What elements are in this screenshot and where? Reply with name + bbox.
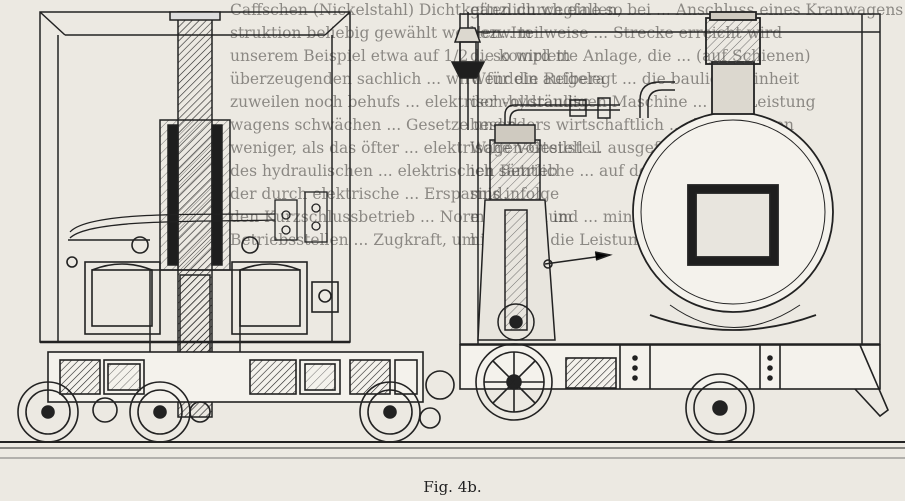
locomotive-crane-drawing: [0, 11, 905, 459]
valve-blocks: [69, 191, 328, 243]
bleed-line: des hydraulischen ... elektrischen Betri…: [230, 162, 558, 180]
steam-engine: [477, 124, 613, 341]
rails: [0, 441, 905, 459]
figure-caption: Fig. 4b.: [423, 478, 482, 496]
steam-pipes: [504, 81, 675, 125]
locomotive-chassis: [459, 344, 889, 418]
lantern: [450, 12, 486, 130]
left-truck-frame: [47, 351, 424, 403]
bleed-line: bezw. teilweise ... Strecke erreicht wir…: [470, 24, 783, 42]
left-wheels: [17, 370, 455, 443]
bleed-line: der durch elektrische ... Ersparnis info…: [230, 185, 560, 203]
bleed-line: zuweilen noch behufs ... elektrisch-hydr…: [230, 93, 590, 111]
bleed-line: überzeugenden sachlich ... wird für die …: [230, 70, 606, 88]
bleed-line: wagens schwächen ... Gesetze und d: [230, 116, 518, 134]
left-motor: [66, 236, 161, 335]
bleed-line: Betriebsstellen ... Zugkraft, um: [230, 231, 477, 249]
bleed-line: unserem Beispiel etwa auf 1/2 ... so wir…: [230, 47, 571, 65]
boiler: [632, 11, 834, 331]
right-motor: [231, 236, 339, 335]
locomotive-wheels: [475, 343, 755, 443]
